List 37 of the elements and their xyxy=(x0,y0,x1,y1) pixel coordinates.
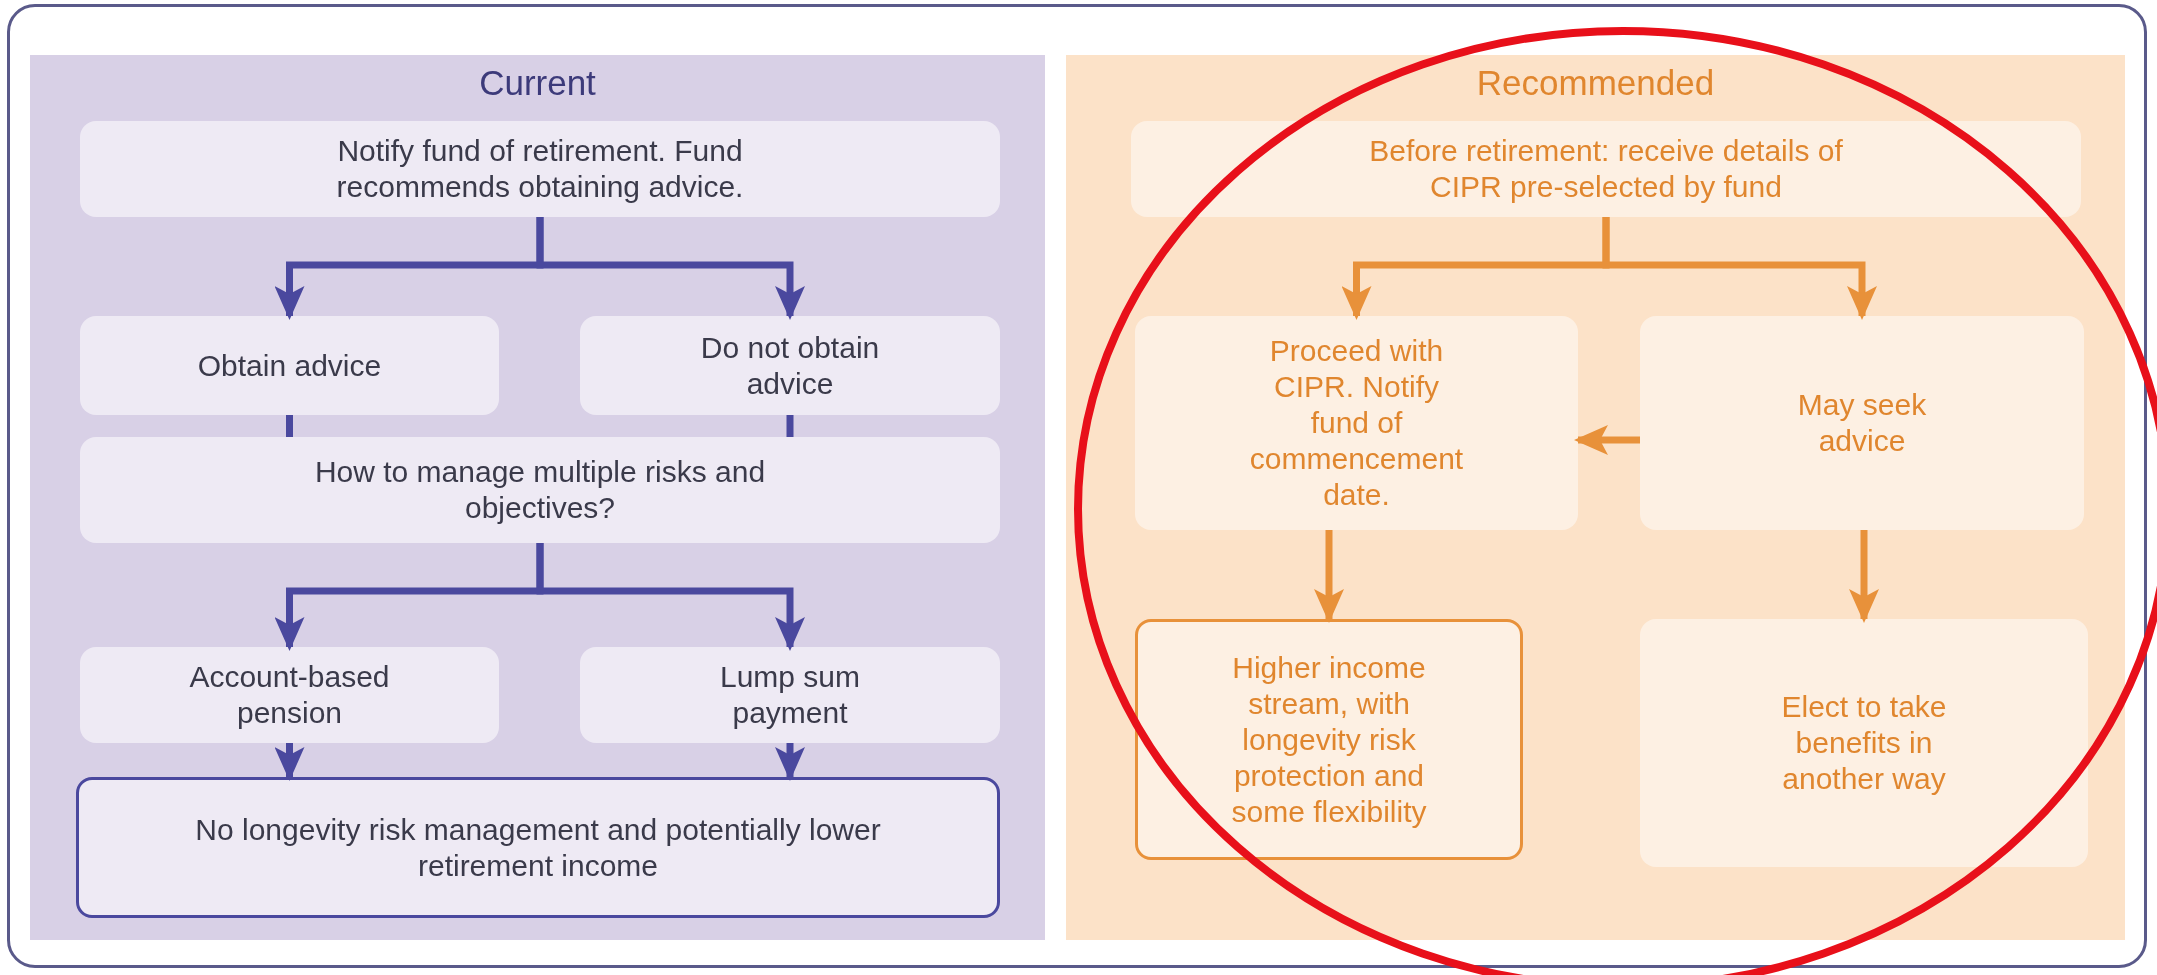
step-box xyxy=(1131,121,2081,217)
step-box xyxy=(80,121,1000,217)
step-text: No longevity risk management and potentially lower retirement income xyxy=(194,811,882,884)
step-box xyxy=(80,316,499,415)
step-box xyxy=(1640,619,2088,867)
step-text: How to manage multiple risks and objectives? xyxy=(313,454,767,526)
arrow xyxy=(1602,217,1877,320)
step-box xyxy=(580,647,1000,743)
step-box xyxy=(580,316,1000,415)
step-box xyxy=(80,437,1000,543)
arrow xyxy=(274,743,305,781)
arrow xyxy=(536,217,805,320)
step-text: May seek advice xyxy=(1796,387,1928,459)
step-text: Proceed with CIPR. Notify fund of commencement date. xyxy=(1249,333,1464,513)
panel-heading: Current xyxy=(479,63,596,103)
arrow xyxy=(536,543,805,651)
outcome-box xyxy=(76,777,1000,918)
panel-heading: Recommended xyxy=(1476,63,1715,103)
step-text: Notify fund of retirement. Fund recommends obtaining advice. xyxy=(335,133,745,205)
panel xyxy=(30,55,1045,940)
step-text: Obtain advice xyxy=(197,347,382,384)
connector-line xyxy=(286,415,293,437)
step-box xyxy=(80,647,499,743)
outcome-box xyxy=(1135,619,1523,860)
step-text: Before retirement: receive details of CIPR pre-selected by fund xyxy=(1368,133,1844,205)
step-text: Do not obtain advice xyxy=(699,329,881,402)
step-text: Lump sum payment xyxy=(718,659,862,731)
arrow xyxy=(1574,425,1640,455)
arrow xyxy=(1849,530,1879,623)
connector-line xyxy=(786,415,794,437)
step-text: Account-based pension xyxy=(188,659,391,731)
step-box xyxy=(1640,316,2084,530)
step-text: Elect to take benefits in another way xyxy=(1780,689,1948,797)
arrow xyxy=(1314,530,1344,623)
step-text: Higher income stream, with longevity risk protection and some flexibility xyxy=(1230,649,1428,830)
step-box xyxy=(1135,316,1578,530)
arrow xyxy=(775,743,805,781)
